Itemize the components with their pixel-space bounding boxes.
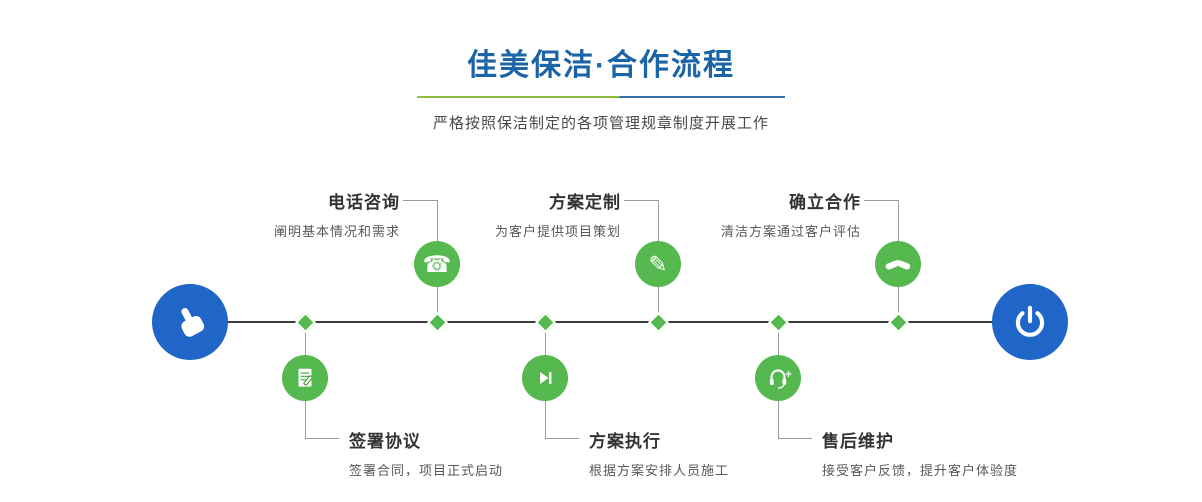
pointing-hand-icon bbox=[181, 308, 205, 337]
headset-icon bbox=[769, 369, 792, 389]
phone-icon: ☎ bbox=[422, 250, 452, 277]
play-icon bbox=[540, 372, 552, 384]
timeline-node-diamond bbox=[294, 311, 317, 334]
timeline-node-diamond bbox=[426, 311, 449, 334]
step-title: 售后维护 bbox=[822, 432, 894, 451]
step-label: 签署协议 签署合同，项目正式启动 bbox=[349, 427, 503, 479]
step-title: 确立合作 bbox=[789, 193, 861, 212]
cooperation-step-icon-circle bbox=[875, 241, 921, 287]
connector-line bbox=[864, 200, 898, 201]
timeline-end-node bbox=[992, 284, 1068, 360]
connector-line bbox=[403, 200, 437, 201]
step-desc: 签署合同，项目正式启动 bbox=[349, 463, 504, 478]
agreement-step-icon-circle bbox=[282, 355, 328, 401]
step-desc: 阐明基本情况和需求 bbox=[273, 224, 400, 239]
connector-line bbox=[778, 438, 812, 439]
step-title: 方案执行 bbox=[589, 432, 661, 451]
timeline-line bbox=[190, 321, 1030, 323]
pencil-icon: ✎ bbox=[648, 250, 668, 277]
step-title: 方案定制 bbox=[549, 193, 621, 212]
step-desc: 为客户提供项目策划 bbox=[494, 224, 621, 239]
timeline-node-diamond bbox=[534, 311, 557, 334]
page-title: 佳美保洁·合作流程 bbox=[467, 49, 735, 82]
step-desc: 清洁方案通过客户评估 bbox=[720, 224, 861, 239]
timeline-node-diamond bbox=[647, 311, 670, 334]
step-title: 电话咨询 bbox=[328, 193, 400, 212]
step-label: 电话咨询 阐明基本情况和需求 bbox=[274, 188, 400, 240]
handshake-icon bbox=[885, 260, 911, 270]
phone-step-icon-circle: ☎ bbox=[414, 241, 460, 287]
plan-step-icon-circle: ✎ bbox=[635, 241, 681, 287]
step-label: 售后维护 接受客户反馈，提升客户体验度 bbox=[822, 427, 1018, 479]
connector-line bbox=[305, 438, 339, 439]
document-icon bbox=[298, 368, 313, 387]
step-label: 方案定制 为客户提供项目策划 bbox=[495, 188, 621, 240]
aftersales-step-icon-circle bbox=[755, 355, 801, 401]
connector-line bbox=[545, 438, 579, 439]
title-divider bbox=[417, 96, 785, 98]
timeline-node-diamond bbox=[887, 311, 910, 334]
power-icon bbox=[1015, 305, 1045, 337]
connector-line bbox=[624, 200, 658, 201]
step-label: 确立合作 清洁方案通过客户评估 bbox=[721, 188, 861, 240]
step-label: 方案执行 根据方案安排人员施工 bbox=[589, 427, 729, 479]
timeline-start-node bbox=[152, 284, 228, 360]
step-desc: 接受客户反馈，提升客户体验度 bbox=[822, 463, 1019, 478]
page-subtitle: 严格按照保洁制定的各项管理规章制度开展工作 bbox=[432, 115, 769, 132]
step-desc: 根据方案安排人员施工 bbox=[589, 463, 730, 478]
step-title: 签署协议 bbox=[349, 432, 421, 451]
timeline-node-diamond bbox=[767, 311, 790, 334]
execution-step-icon-circle bbox=[522, 355, 568, 401]
